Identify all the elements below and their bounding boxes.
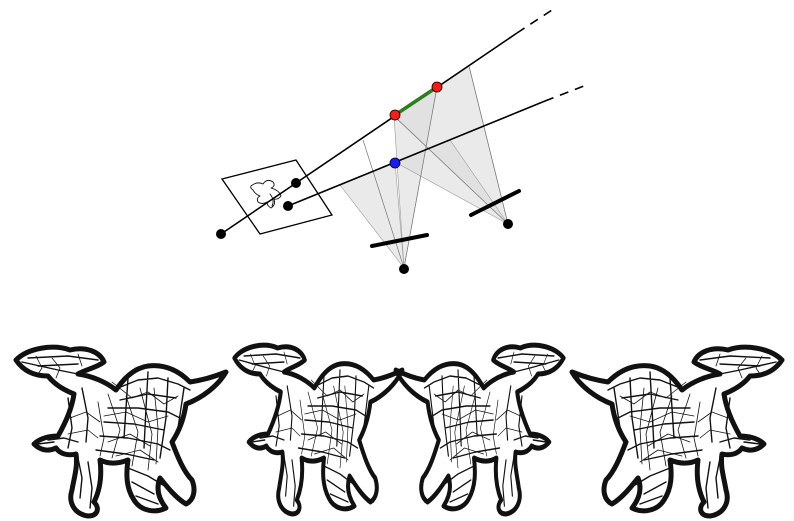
cone-camera-2-wide (340, 162, 404, 268)
image-point-lower (283, 201, 293, 211)
dinosaur-view-1 (16, 347, 226, 516)
dinosaur-view-4 (572, 347, 782, 516)
dinosaur-view-2 (234, 345, 402, 514)
ray-camera-1-lower-extension (545, 86, 584, 101)
image-point-upper (291, 178, 301, 188)
segment-endpoint-near (390, 110, 400, 120)
camera-center-3 (503, 219, 513, 229)
segment-endpoint-far (432, 82, 442, 92)
geometry-diagram (216, 10, 584, 274)
camera-center-2 (399, 264, 409, 274)
dinosaur-view-3 (396, 345, 564, 514)
ray-camera-1-upper-extension (517, 10, 552, 33)
camera-center-1 (216, 229, 226, 239)
occluded-point (390, 158, 400, 168)
